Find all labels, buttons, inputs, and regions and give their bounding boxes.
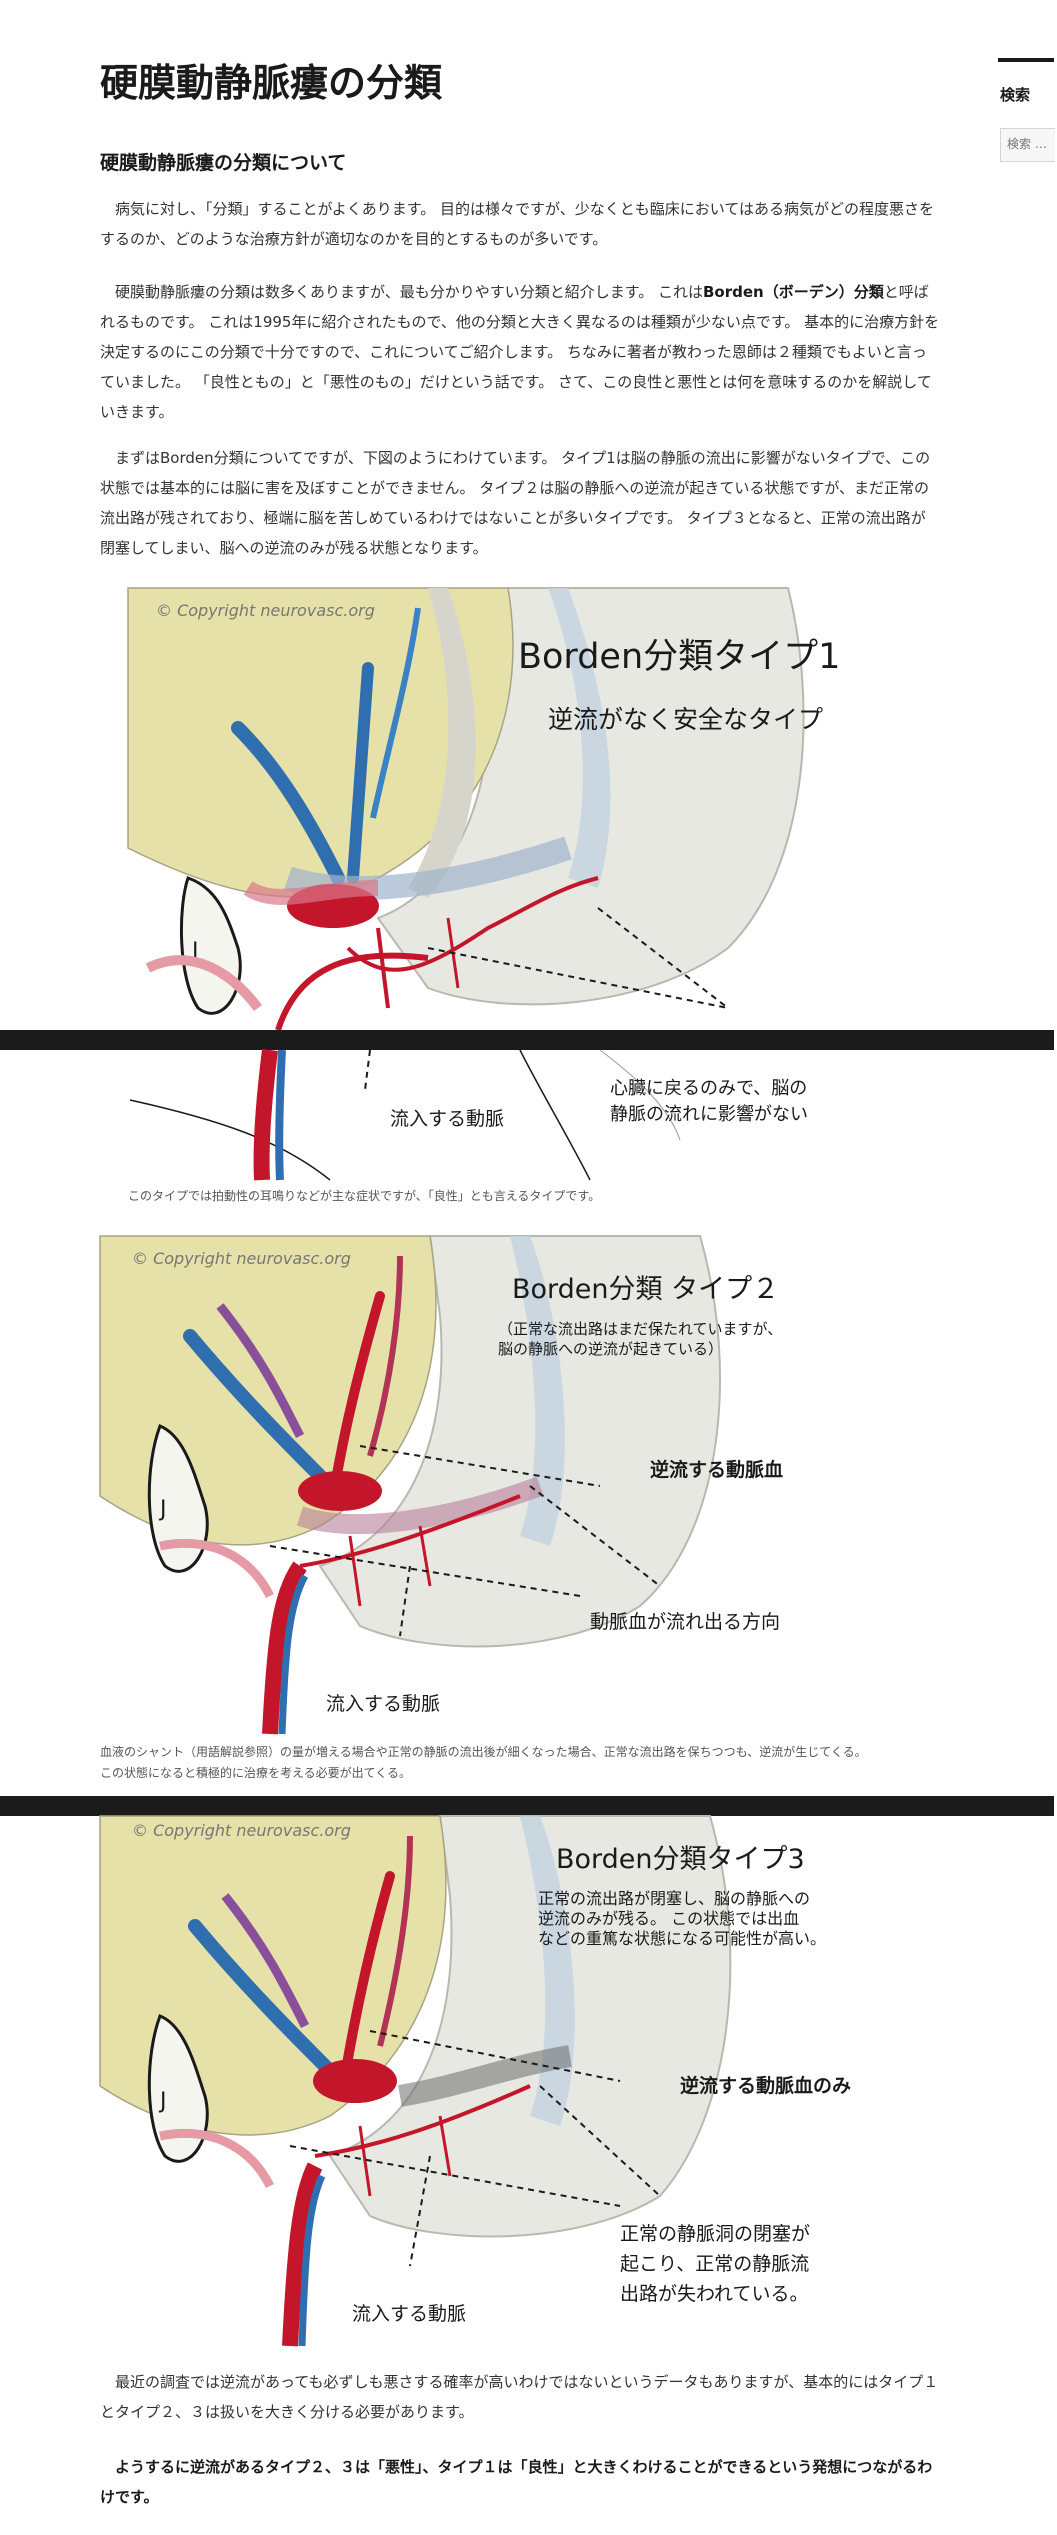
figure2-subtitle-line1: （正常な流出路はまだ保たれていますが、	[498, 1320, 782, 1338]
figure2-subtitle-line2: 脳の静脈への逆流が起きている）	[498, 1340, 723, 1358]
paragraph-intro: 病気に対し、「分類」することがよくあります。 目的は様々ですが、少なくとも臨床に…	[100, 200, 934, 248]
sidebar-search-title: 検索	[1000, 86, 1031, 104]
figure1-note-line1: 心臓に戻るのみで、脳の	[610, 1078, 807, 1099]
paragraph-recent-study: 最近の調査では逆流があっても必ずしも悪さする確率が高いわけではないというデータも…	[100, 2373, 939, 2421]
borden-term: Borden（ボーデン）分類	[702, 283, 884, 301]
figure2-direction-label: 動脈血が流れ出る方向	[590, 1611, 780, 1633]
sidebar-rule	[998, 58, 1054, 62]
search-input[interactable]	[1001, 129, 1057, 159]
figure1-note-line2: 静脈の流れに影響がない	[610, 1104, 808, 1125]
figure-type2-illustration: J © Copyright neurovasc.org Borden分類 タイプ…	[99, 1235, 840, 1735]
paragraph-borden-a: 硬膜動静脈瘻の分類は数多くありますが、最も分かりやすい分類と紹介します。 これは	[115, 283, 703, 301]
figure3-desc-line2: 逆流のみが残る。 この状態では出血	[538, 1909, 799, 1928]
svg-text:J: J	[190, 939, 199, 964]
figure-type1-illustration: J © Copyright neurovasc.org Borden分類タイプ1…	[127, 587, 840, 1031]
figure-type1-bottom: 心臓に戻るのみで、脳の 静脈の流れに影響がない 流入する動脈	[100, 1049, 860, 1181]
figure3-desc-line1: 正常の流出路が閉塞し、脳の静脈への	[538, 1889, 810, 1908]
section-heading: 硬膜動静脈瘻の分類について	[100, 152, 347, 174]
figure-type3-illustration: J © Copyright neurovasc.org Borden分類タイプ3…	[99, 1815, 880, 2347]
figure3-desc-line3: などの重篤な状態になる可能性が高い。	[538, 1929, 826, 1948]
figure3-title: Borden分類タイプ3	[556, 1844, 805, 1875]
figure2-reflux-label: 逆流する動脈血	[650, 1458, 783, 1481]
figure3-occlusion-line2: 起こり、正常の静脈流	[620, 2253, 809, 2275]
figure2-title: Borden分類 タイプ２	[512, 1274, 779, 1305]
paragraph-types: まずはBorden分類についてですが、下図のようにわけています。 タイプ1は脳の…	[100, 449, 931, 557]
figure1-title: Borden分類タイプ1	[518, 637, 840, 677]
divider-bar-2	[0, 1796, 1054, 1816]
figure1-copyright: © Copyright neurovasc.org	[156, 601, 375, 620]
figure-type3: J © Copyright neurovasc.org Borden分類タイプ3…	[99, 1815, 880, 2347]
figure-type2: J © Copyright neurovasc.org Borden分類 タイプ…	[99, 1235, 840, 1735]
figure-type1-top: J © Copyright neurovasc.org Borden分類タイプ1…	[127, 587, 840, 1031]
svg-text:J: J	[158, 1497, 167, 1522]
figure1-inflow: 流入する動脈	[390, 1108, 504, 1130]
paragraph-borden: 硬膜動静脈瘻の分類は数多くありますが、最も分かりやすい分類と紹介します。 これは…	[100, 277, 940, 427]
figure1-subtitle: 逆流がなく安全なタイプ	[548, 705, 823, 734]
figure3-occlusion-line1: 正常の静脈洞の閉塞が	[620, 2223, 810, 2245]
figure3-reflux-only: 逆流する動脈血のみ	[680, 2074, 851, 2097]
sidebar-search-box	[1000, 128, 1057, 162]
figure1-caption: このタイプでは拍動性の耳鳴りなどが主な症状ですが、「良性」とも言えるタイプです。	[128, 1189, 601, 1203]
figure3-copyright: © Copyright neurovasc.org	[132, 1821, 351, 1840]
figure2-copyright: © Copyright neurovasc.org	[132, 1249, 351, 1268]
figure3-occlusion-line3: 出路が失われている。	[620, 2283, 808, 2305]
paragraph-borden-b: と呼ばれるものです。 これは1995年に紹介されたもので、他の分類と大きく異なる…	[100, 283, 940, 421]
divider-bar-1	[0, 1030, 1054, 1050]
figure2-caption-line1: 血液のシャント（用語解説参照）の量が増える場合や正常の静脈の流出後が細くなった場…	[100, 1745, 867, 1759]
figure-type1-bottom-illustration: 心臓に戻るのみで、脳の 静脈の流れに影響がない 流入する動脈	[100, 1049, 860, 1181]
page-title: 硬膜動静脈瘻の分類	[100, 61, 443, 105]
paragraph-conclusion: ようするに逆流があるタイプ２、３は「悪性」、タイプ１は「良性」と大きくわけること…	[100, 2458, 933, 2506]
figure2-inflow-label: 流入する動脈	[326, 1693, 440, 1715]
figure3-inflow-label: 流入する動脈	[352, 2303, 466, 2325]
svg-text:J: J	[158, 2089, 167, 2114]
figure2-caption-line2: この状態になると積極的に治療を考える必要が出てくる。	[100, 1766, 412, 1780]
